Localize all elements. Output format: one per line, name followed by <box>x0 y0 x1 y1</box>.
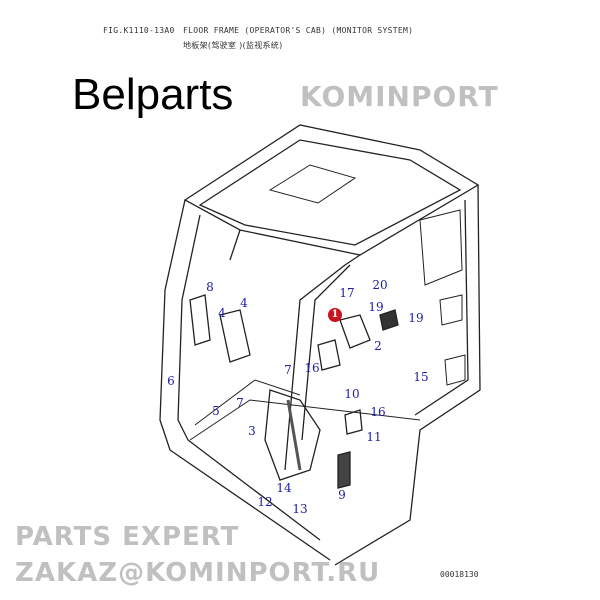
figure-title-chinese: 地板架(驾驶室 )(监视系统) <box>183 41 283 50</box>
callout-label: 5 <box>212 404 220 418</box>
watermark-line-2: PARTS EXPERT <box>15 522 240 552</box>
callout-label: 10 <box>344 387 360 401</box>
callout-label: 9 <box>338 488 346 502</box>
callout-label: 2 <box>374 339 382 353</box>
callout-label: 7 <box>236 396 244 410</box>
drawing-number: 00018130 <box>440 570 479 579</box>
callout-label: 7 <box>284 363 292 377</box>
callout-label: 16 <box>304 361 320 375</box>
callout-label: 8 <box>206 280 214 294</box>
figure-title: FLOOR FRAME (OPERATOR'S CAB) (MONITOR SY… <box>183 26 414 35</box>
brand-logo-text: Belparts <box>72 70 234 119</box>
callout-label: 4 <box>240 296 248 310</box>
callout-label: 19 <box>408 311 424 325</box>
callout-label: 13 <box>292 502 308 516</box>
callout-label: 16 <box>370 405 386 419</box>
figure-number: FIG.K1110-13A0 <box>103 26 175 35</box>
callout-label: 20 <box>372 278 388 292</box>
callout-label: 4 <box>218 306 226 320</box>
callout-label: 11 <box>366 430 382 444</box>
callout-label: 17 <box>339 286 355 300</box>
callout-label: 6 <box>167 374 175 388</box>
callout-label: 3 <box>248 424 256 438</box>
watermark-line-1: KOMINPORT <box>300 80 499 113</box>
callout-label: 19 <box>368 300 384 314</box>
key-part-marker: 1 <box>328 308 342 322</box>
callout-label: 12 <box>257 495 273 509</box>
watermark-line-3: ZAKAZ@KOMINPORT.RU <box>15 558 381 588</box>
callout-label: 14 <box>276 481 292 495</box>
callout-label: 15 <box>413 370 429 384</box>
